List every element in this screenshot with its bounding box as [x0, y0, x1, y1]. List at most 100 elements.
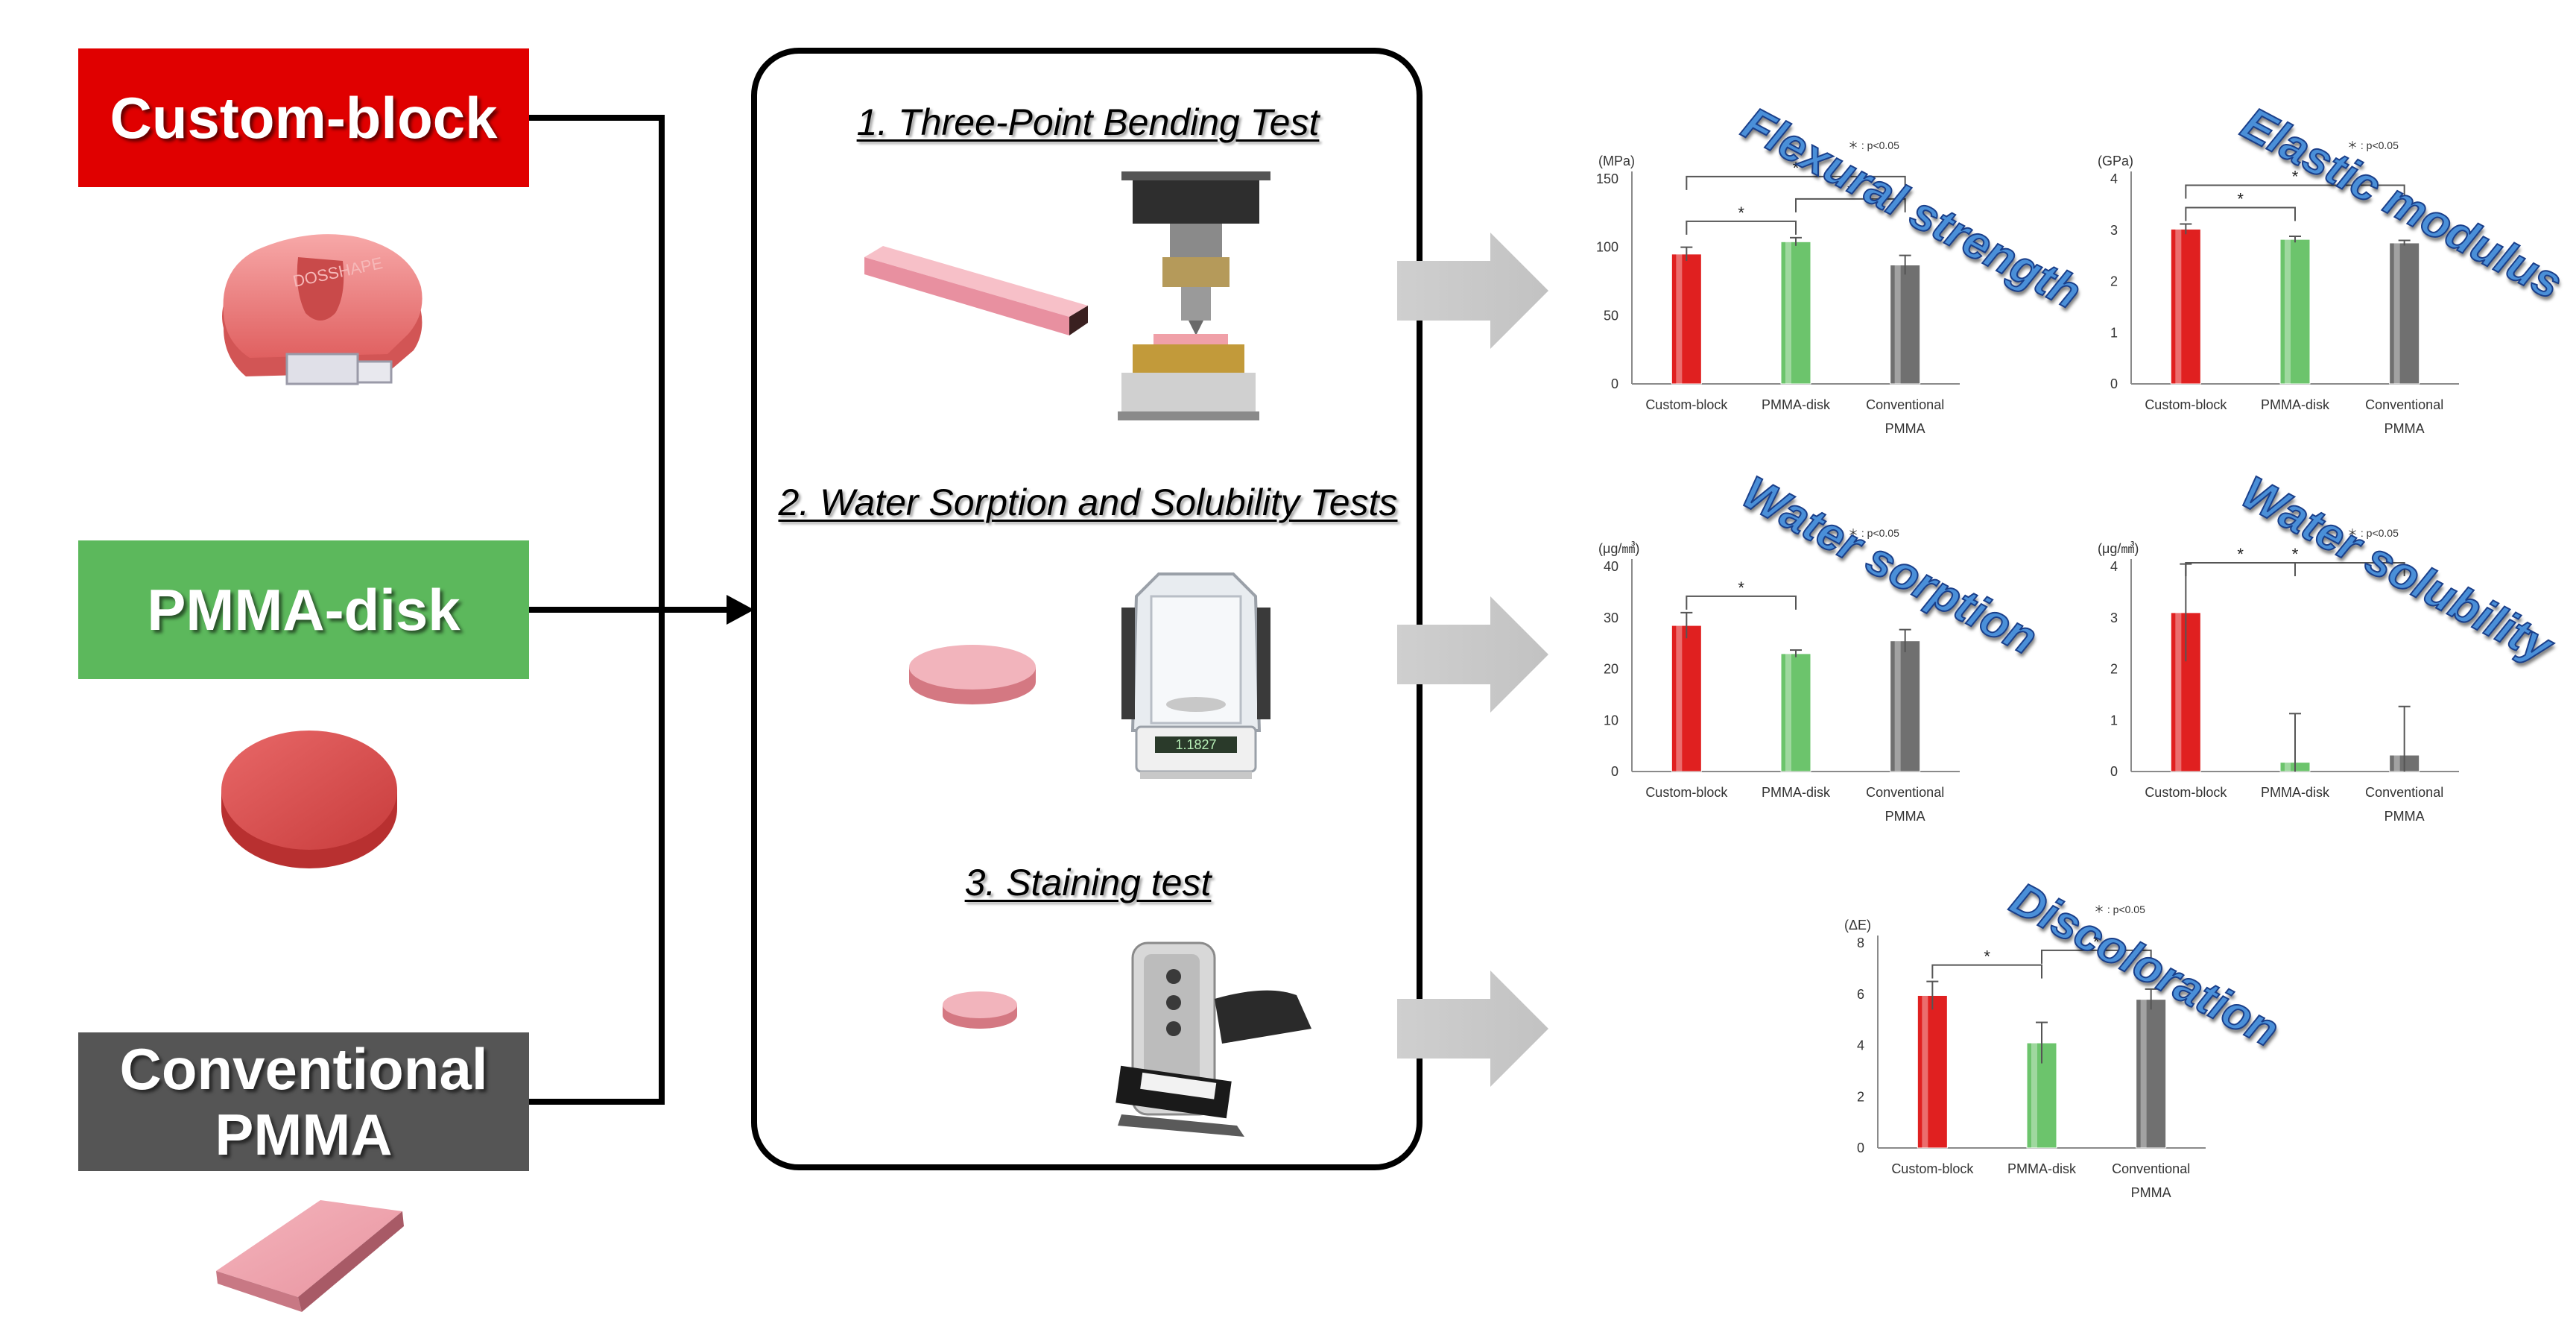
- y-tick-label: 30: [1604, 611, 1618, 625]
- bar-highlight: [2031, 1043, 2037, 1148]
- significance-star: *: [1738, 578, 1744, 597]
- bending-specimen-bar: [864, 246, 1088, 335]
- significance-bracket: [1686, 220, 1797, 235]
- significance-star: *: [1984, 947, 1990, 966]
- significance-note: ＊ : p<0.05: [1848, 527, 1899, 539]
- significance-bracket: [1795, 198, 1906, 212]
- significance-bracket: [2185, 206, 2296, 221]
- pmma-disk-photo: [221, 731, 397, 868]
- significance-bracket: [2185, 562, 2405, 576]
- test-title-staining: 3. Staining test: [964, 862, 1212, 903]
- colorimeter-photo: [1115, 941, 1311, 1137]
- test-title-sorption: 2. Water Sorption and Solubility Tests: [778, 482, 1398, 523]
- bar-highlight: [2393, 242, 2400, 384]
- y-tick-label: 1: [2110, 713, 2118, 728]
- bar-conventional-pmma: [1890, 265, 1921, 385]
- bar-custom-block: [1671, 625, 1702, 772]
- x-tick-label-line2: PMMA: [1885, 421, 1925, 436]
- y-axis-unit: (μg/㎣): [1598, 541, 1639, 556]
- x-tick-label-line1: Conventional: [1866, 785, 1944, 800]
- x-tick-label: Custom-block: [1645, 397, 1728, 412]
- bar-pmma-disk: [2279, 239, 2311, 385]
- significance-star: *: [2292, 545, 2299, 564]
- bar-highlight: [1676, 625, 1683, 772]
- bar-highlight: [2285, 762, 2291, 772]
- bar-highlight: [1894, 265, 1901, 384]
- x-tick-label: PMMA-disk: [2261, 397, 2330, 412]
- significance-note: ＊ : p<0.05: [2347, 139, 2399, 151]
- y-axis-unit: (μg/㎣): [2098, 541, 2139, 556]
- significance-note: ＊ : p<0.05: [1848, 139, 1899, 151]
- significance-bracket: [2185, 562, 2296, 576]
- y-tick-label: 40: [1604, 559, 1618, 574]
- significance-bracket: [2041, 949, 2152, 964]
- bar-highlight: [1676, 253, 1683, 384]
- arrow-to-sorption-results: [1397, 596, 1548, 713]
- y-tick-label: 2: [1857, 1089, 1864, 1104]
- y-tick-label: 8: [1857, 936, 1864, 950]
- material-label-pmma-disk: PMMA-disk: [78, 540, 529, 679]
- significance-star: *: [1793, 159, 1800, 177]
- significance-bracket: [2185, 184, 2405, 199]
- test-title-bending: 1. Three-Point Bending Test: [856, 101, 1320, 143]
- x-tick-label: PMMA-disk: [1762, 785, 1831, 800]
- x-tick-label-line2: PMMA: [2131, 1185, 2171, 1200]
- significance-star: *: [1847, 181, 1854, 200]
- y-tick-label: 6: [1857, 987, 1864, 1002]
- x-tick-label: Custom-block: [1645, 785, 1728, 800]
- y-tick-label: 10: [1604, 713, 1618, 728]
- x-tick-label: PMMA-disk: [2007, 1161, 2077, 1176]
- result-arrows: [1397, 233, 1548, 1087]
- significance-star: *: [2093, 933, 2100, 951]
- y-tick-label: 150: [1596, 171, 1618, 186]
- conventional-line-2: PMMA: [215, 1102, 393, 1167]
- custom-block-photo: DOSSHAPE: [222, 234, 423, 385]
- arrow-to-bending-results: [1397, 233, 1548, 349]
- test-panel-box: [751, 48, 1423, 1170]
- significance-star: *: [1738, 204, 1744, 222]
- x-tick-label: Custom-block: [1891, 1161, 1974, 1176]
- material-label-custom-block: Custom-block: [78, 48, 529, 187]
- arrow-to-tests: [727, 595, 754, 625]
- bar-highlight: [2140, 999, 2147, 1148]
- x-tick-label-line2: PMMA: [2384, 421, 2425, 436]
- y-tick-label: 3: [2110, 611, 2118, 625]
- sorption-specimen-disk: [909, 645, 1036, 704]
- significance-bracket: [1686, 595, 1797, 610]
- y-tick-label: 2: [2110, 274, 2118, 289]
- conventional-pmma-plate: [216, 1200, 404, 1312]
- staining-specimen-disk: [943, 991, 1017, 1029]
- bar-highlight: [1894, 640, 1901, 772]
- y-tick-label: 3: [2110, 223, 2118, 238]
- y-tick-label: 2: [2110, 662, 2118, 677]
- significance-note: ＊ : p<0.05: [2094, 903, 2145, 915]
- y-tick-label: 0: [2110, 376, 2118, 391]
- y-tick-label: 50: [1604, 308, 1618, 323]
- bar-conventional-pmma: [2136, 999, 2167, 1149]
- bar-conventional-pmma: [2389, 242, 2420, 385]
- y-tick-label: 0: [1611, 376, 1618, 391]
- analytical-balance-photo: 1.1827: [1121, 572, 1270, 779]
- x-tick-label: PMMA-disk: [2261, 785, 2330, 800]
- y-tick-label: 4: [2110, 171, 2118, 186]
- arrow-to-staining-results: [1397, 971, 1548, 1087]
- x-tick-label: Custom-block: [2145, 785, 2227, 800]
- x-tick-label: PMMA-disk: [1762, 397, 1831, 412]
- x-tick-label-line2: PMMA: [1885, 809, 1925, 824]
- bar-custom-block: [2170, 228, 2201, 385]
- x-tick-label-line1: Conventional: [2112, 1161, 2190, 1176]
- bending-machine-photo: [1118, 171, 1270, 420]
- bar-highlight: [2285, 239, 2291, 384]
- significance-bracket: [1686, 175, 1906, 190]
- y-tick-label: 0: [1611, 764, 1618, 779]
- y-tick-label: 20: [1604, 662, 1618, 677]
- bar-highlight: [1785, 653, 1791, 772]
- bar-highlight: [2175, 229, 2182, 384]
- y-axis-unit: (GPa): [2098, 154, 2133, 168]
- balance-display-readout: 1.1827: [1175, 737, 1216, 752]
